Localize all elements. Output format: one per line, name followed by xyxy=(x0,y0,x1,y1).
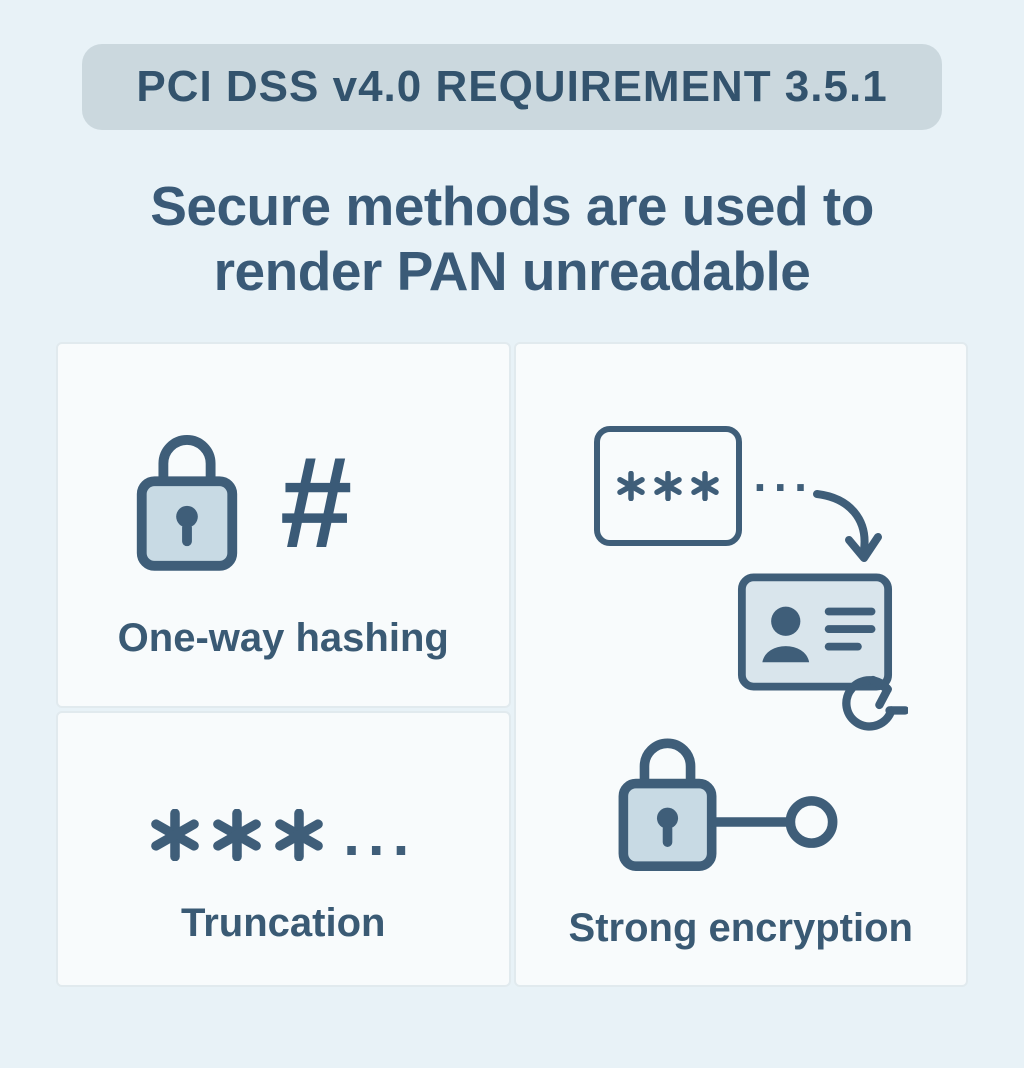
pci-dss-infographic: PCI DSS v4.0 REQUIREMENT 3.5.1 Secure me… xyxy=(0,44,1024,987)
asterisk-icon xyxy=(273,809,325,861)
asterisk-icon xyxy=(149,809,201,861)
asterisk-icon xyxy=(653,471,683,501)
masked-pan-box xyxy=(593,425,742,546)
asterisk-icon xyxy=(211,809,263,861)
truncation-label: Truncation xyxy=(181,900,386,945)
truncation-ellipsis: ... xyxy=(343,800,418,868)
encryption-ellipsis: ··· xyxy=(753,460,815,513)
asterisk-icon xyxy=(616,471,646,501)
encryption-label: Strong encryption xyxy=(568,905,913,950)
title-line-2: render PAN unreadable xyxy=(213,239,811,302)
refresh-arrow-icon xyxy=(841,675,908,731)
truncation-illustration: ... xyxy=(58,800,509,868)
hashing-label: One-way hashing xyxy=(117,615,449,660)
hash-symbol: # xyxy=(280,428,353,575)
page-title: Secure methods are used to render PAN un… xyxy=(0,174,1024,304)
methods-grid: # One-way hashing ... Truncation ··· xyxy=(56,341,968,987)
title-line-1: Secure methods are used to xyxy=(150,175,874,237)
requirement-badge: PCI DSS v4.0 REQUIREMENT 3.5.1 xyxy=(82,44,942,130)
padlock-icon xyxy=(126,418,248,574)
padlock-key-icon xyxy=(608,722,837,874)
curved-down-arrow-icon xyxy=(812,489,882,562)
card-truncation: ... Truncation xyxy=(56,710,511,987)
id-card-icon xyxy=(737,573,892,691)
card-one-way-hashing: # One-way hashing xyxy=(56,341,511,708)
card-strong-encryption: ··· xyxy=(513,341,968,987)
requirement-badge-text: PCI DSS v4.0 REQUIREMENT 3.5.1 xyxy=(136,62,888,111)
hashing-illustration: # xyxy=(126,418,352,574)
asterisk-icon xyxy=(690,471,720,501)
